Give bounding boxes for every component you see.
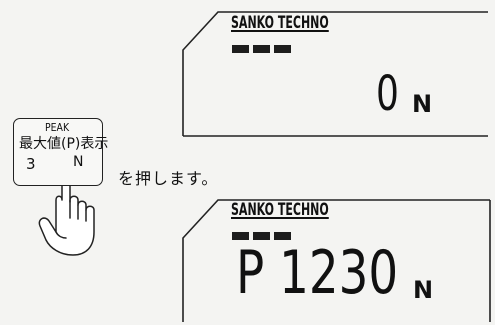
indicator-segment: [274, 45, 291, 53]
top-display-brand: SANKO TECHNO: [231, 13, 329, 33]
top-display-reading: 0: [376, 66, 399, 122]
indicator-segment: [232, 45, 249, 53]
instruction-text: を押します。: [118, 169, 219, 188]
bottom-display-brand: SANKO TECHNO: [231, 200, 329, 220]
indicator-segment: [232, 232, 249, 240]
bottom-display-unit: N: [413, 276, 434, 304]
top-display-frame: [182, 11, 488, 136]
peak-button-label-top: PEAK: [45, 121, 70, 134]
indicator-segment: [253, 45, 270, 53]
pointing-hand-icon: [38, 158, 95, 256]
peak-button-key-number: 3: [26, 155, 36, 173]
bottom-display-reading: P 1230: [236, 238, 399, 308]
top-display-unit: N: [412, 90, 433, 118]
bottom-display-frame: [182, 199, 490, 322]
peak-button-unit: N: [73, 154, 84, 170]
indicator-segment: [274, 232, 291, 240]
peak-button-label-main: 最大値(P)表示: [19, 136, 109, 152]
indicator-segment: [253, 232, 270, 240]
peak-button[interactable]: [13, 118, 103, 186]
